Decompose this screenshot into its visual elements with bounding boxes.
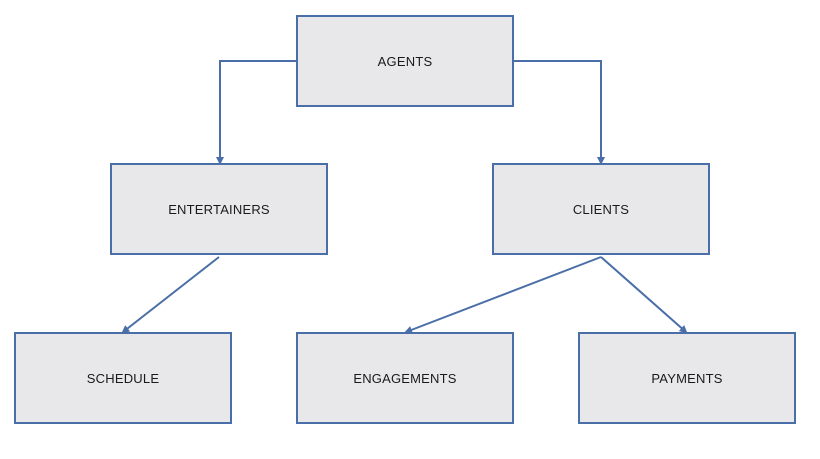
- node-label-clients: CLIENTS: [572, 201, 630, 217]
- node-label-engagements: ENGAGEMENTS: [353, 370, 457, 386]
- connector-clients-payments: [600, 256, 688, 334]
- connector-clients-engagements: [404, 256, 602, 334]
- node-schedule: SCHEDULE: [14, 332, 232, 424]
- connector-agents-entertainers: [216, 60, 296, 165]
- connector-agents-clients: [514, 60, 605, 165]
- node-label-schedule: SCHEDULE: [86, 370, 160, 386]
- node-label-entertainers: ENTERTAINERS: [168, 201, 270, 217]
- node-label-agents: AGENTS: [377, 53, 433, 69]
- node-label-payments: PAYMENTS: [651, 370, 723, 386]
- node-clients: CLIENTS: [492, 163, 710, 255]
- node-engagements: ENGAGEMENTS: [296, 332, 514, 424]
- node-agents: AGENTS: [296, 15, 514, 107]
- node-entertainers: ENTERTAINERS: [110, 163, 328, 255]
- node-payments: PAYMENTS: [578, 332, 796, 424]
- connector-entertainers-schedule: [121, 256, 220, 334]
